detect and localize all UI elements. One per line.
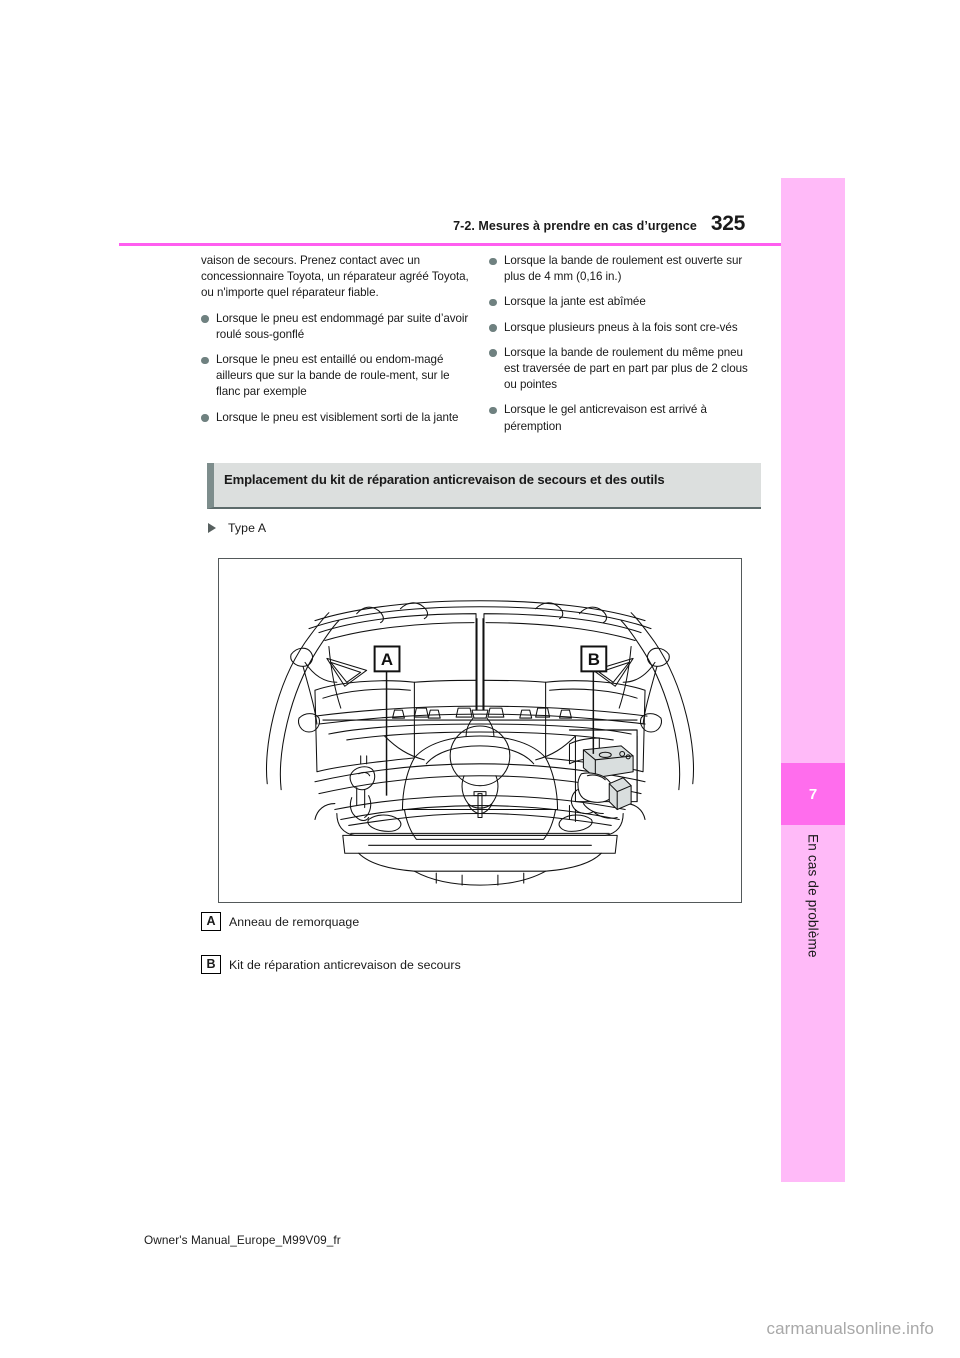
left-bullet-list: Lorsque le pneu est endommagé par suite …: [201, 311, 473, 426]
chapter-number-badge: 7: [781, 763, 845, 825]
bullet-dot-icon: [201, 414, 209, 422]
chapter-label: En cas de problème: [781, 828, 845, 1128]
left-column: vaison de secours. Prenez contact avec u…: [201, 253, 473, 444]
bullet-dot-icon: [489, 406, 497, 415]
document-footer: Owner's Manual_Europe_M99V09_fr: [144, 1233, 341, 1247]
header-rule: [119, 243, 781, 246]
body-columns: vaison de secours. Prenez contact avec u…: [201, 253, 761, 444]
caption-key-a: A: [201, 912, 221, 931]
list-item-text: Lorsque le pneu est visiblement sorti de…: [216, 410, 459, 424]
callout-a: A: [373, 645, 401, 673]
list-item-text: Lorsque la jante est abîmée: [504, 295, 646, 309]
bullet-dot-icon: [201, 356, 209, 365]
continued-paragraph: vaison de secours. Prenez contact avec u…: [201, 254, 469, 300]
type-marker-label: Type A: [228, 521, 267, 535]
list-item: Lorsque le pneu est entaillé ou endom-ma…: [201, 352, 473, 401]
list-item: Lorsque la bande de roulement du même pn…: [489, 345, 761, 394]
right-column: Lorsque la bande de roulement est ouvert…: [489, 253, 761, 444]
right-bullet-list: Lorsque la bande de roulement est ouvert…: [489, 253, 761, 435]
list-item: Lorsque plusieurs pneus à la fois sont c…: [489, 320, 761, 336]
bullet-dot-icon: [489, 257, 497, 265]
caption-row: B Kit de réparation anticrevaison de sec…: [201, 955, 761, 974]
caption-key-b: B: [201, 955, 221, 974]
section-heading-text: Emplacement du kit de réparation anticre…: [224, 472, 665, 487]
bullet-dot-icon: [489, 298, 497, 307]
list-item-text: Lorsque plusieurs pneus à la fois sont c…: [504, 320, 738, 334]
chapter-number-text: 7: [808, 785, 818, 803]
caption-text-b: Kit de réparation anticrevaison de secou…: [229, 957, 461, 972]
bullet-dot-icon: [489, 349, 497, 357]
bullet-dot-icon: [201, 315, 209, 323]
subsection-type-marker: Type A: [208, 521, 266, 535]
figure-captions: A Anneau de remorquage B Kit de réparati…: [201, 912, 761, 998]
triangle-right-icon: [208, 523, 216, 533]
illustration-frame: A B: [218, 558, 742, 903]
list-item: Lorsque le pneu est visiblement sorti de…: [201, 410, 473, 426]
caption-text-a: Anneau de remorquage: [229, 914, 360, 929]
site-watermark: carmanualsonline.info: [766, 1319, 934, 1338]
svg-text:B: B: [588, 650, 600, 669]
page-number: 325: [710, 212, 745, 235]
list-item: Lorsque la jante est abîmée: [489, 294, 761, 310]
chapter-label-text: En cas de problème: [805, 834, 821, 958]
list-item-text: Lorsque le pneu est entaillé ou endom-ma…: [216, 353, 450, 399]
list-item-text: Lorsque le pneu est endommagé par suite …: [216, 311, 469, 341]
list-item: Lorsque la bande de roulement est ouvert…: [489, 253, 761, 285]
caption-row: A Anneau de remorquage: [201, 912, 761, 931]
cargo-area-illustration: A B: [266, 600, 694, 886]
bullet-dot-icon: [489, 324, 497, 332]
svg-text:A: A: [381, 650, 393, 669]
list-item-text: Lorsque la bande de roulement du même pn…: [504, 345, 748, 392]
list-item: Lorsque le gel anticrevaison est arrivé …: [489, 402, 761, 434]
section-heading-banner: Emplacement du kit de réparation anticre…: [207, 463, 761, 509]
header-section-title: 7-2. Mesures à prendre en cas d’urgence: [453, 219, 697, 233]
running-header: 7-2. Mesures à prendre en cas d’urgence …: [0, 212, 781, 238]
list-item-text: Lorsque la bande de roulement est ouvert…: [504, 254, 743, 284]
list-item: Lorsque le pneu est endommagé par suite …: [201, 311, 473, 343]
chapter-index-tab: [781, 178, 845, 1182]
callout-b: B: [580, 645, 608, 673]
list-item-text: Lorsque le gel anticrevaison est arrivé …: [504, 403, 707, 433]
